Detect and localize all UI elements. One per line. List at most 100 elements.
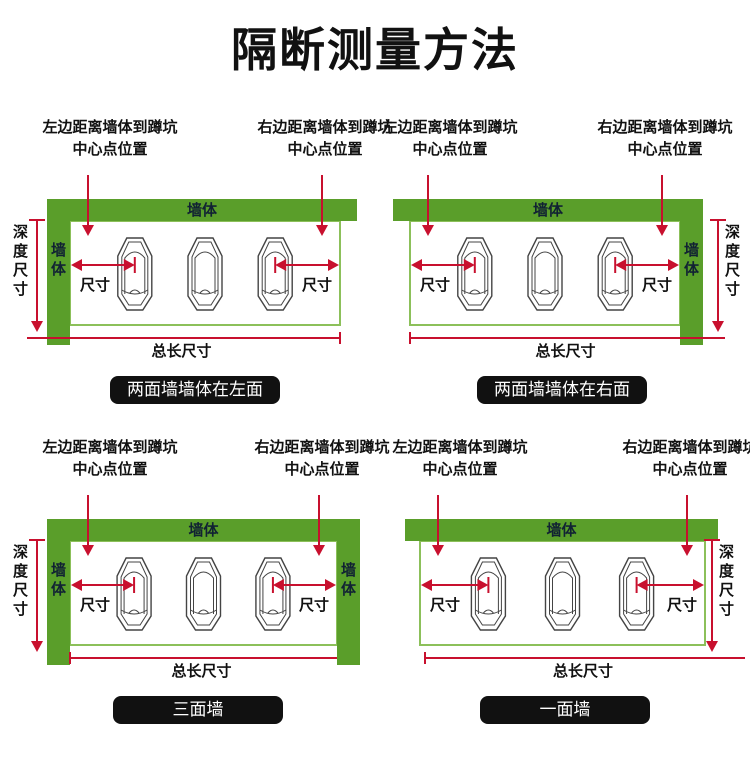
panel-one-wall: 左边距离墙体到蹲坑中心点位置右边距离墙体到蹲坑中心点位置墙体深度尺寸尺寸尺寸总长… xyxy=(375,430,750,750)
panel-drawing xyxy=(29,495,360,665)
top-wall-label: 墙体 xyxy=(533,201,564,219)
left-wall xyxy=(47,519,70,665)
total-length-label: 总长尺寸 xyxy=(151,342,212,360)
right-wall xyxy=(337,519,360,665)
depth-label: 深度尺寸 xyxy=(723,224,741,300)
squat-toilet-icon xyxy=(185,557,222,631)
arrow-head-icon xyxy=(313,545,325,556)
panel-drawing xyxy=(27,175,357,345)
arrow-head-icon xyxy=(681,545,693,556)
left-wall xyxy=(47,199,70,345)
right-distance-label: 右边距离墙体到蹲坑 xyxy=(257,118,393,136)
left-size-label: 尺寸 xyxy=(80,276,111,294)
arrow-head-icon xyxy=(422,225,434,236)
squat-toilet-icon xyxy=(527,237,563,311)
panel-three-walls: 左边距离墙体到蹲坑中心点位置右边距离墙体到蹲坑中心点位置墙体墙体墙体深度尺寸尺寸… xyxy=(0,430,390,750)
top-wall xyxy=(47,519,360,541)
depth-label: 深度尺寸 xyxy=(11,544,29,620)
arrow-head-icon xyxy=(706,641,718,652)
right-size-label: 尺寸 xyxy=(642,276,673,294)
right-distance-label-line2: 中心点位置 xyxy=(627,140,703,158)
right-distance-label-line2: 中心点位置 xyxy=(652,460,728,478)
left-size-label: 尺寸 xyxy=(80,596,111,614)
arrow-head-icon xyxy=(636,579,648,591)
left-distance-label-line2: 中心点位置 xyxy=(72,140,148,158)
arrow-head-icon xyxy=(31,321,43,332)
right-wall-label: 墙体 xyxy=(682,242,700,280)
right-size-label: 尺寸 xyxy=(299,596,330,614)
right-distance-label: 右边距离墙体到蹲坑 xyxy=(254,438,390,456)
left-wall-label: 墙体 xyxy=(49,242,67,280)
top-wall-label: 墙体 xyxy=(546,521,577,539)
caption-badge: 三面墙 xyxy=(113,696,283,724)
left-distance-label: 左边距离墙体到蹲坑 xyxy=(392,438,528,456)
depth-label: 深度尺寸 xyxy=(717,544,735,620)
top-wall xyxy=(393,199,703,221)
panel-two-walls-left: 左边距离墙体到蹲坑中心点位置右边距离墙体到蹲坑中心点位置墙体墙体深度尺寸尺寸尺寸… xyxy=(0,110,393,430)
right-wall xyxy=(680,199,703,345)
caption-badge: 两面墙墙体在右面 xyxy=(477,376,647,404)
right-size-label: 尺寸 xyxy=(302,276,333,294)
squat-toilet-icon xyxy=(597,237,633,311)
top-wall-label: 墙体 xyxy=(188,521,219,539)
squat-toilet-icon xyxy=(255,557,291,631)
arrow-head-icon xyxy=(31,641,43,652)
arrow-head-icon xyxy=(411,259,422,271)
right-distance-label-line2: 中心点位置 xyxy=(284,460,360,478)
left-distance-label: 左边距离墙体到蹲坑 xyxy=(42,118,178,136)
top-wall xyxy=(405,519,718,541)
left-distance-label-line2: 中心点位置 xyxy=(412,140,488,158)
arrow-head-icon xyxy=(316,225,328,236)
total-length-label: 总长尺寸 xyxy=(171,662,232,680)
arrow-head-icon xyxy=(71,259,82,271)
caption-badge: 两面墙墙体在左面 xyxy=(110,376,280,404)
left-distance-label: 左边距离墙体到蹲坑 xyxy=(42,438,178,456)
arrow-head-icon xyxy=(693,579,704,591)
top-wall-label: 墙体 xyxy=(187,201,218,219)
squat-toilet-icon xyxy=(470,557,507,631)
arrow-head-icon xyxy=(275,259,287,271)
panel-drawing xyxy=(393,175,726,345)
arrow-head-icon xyxy=(712,321,724,332)
squat-toilet-icon xyxy=(618,557,655,631)
depth-label: 深度尺寸 xyxy=(11,224,29,300)
arrow-head-icon xyxy=(432,545,444,556)
arrow-head-icon xyxy=(668,259,679,271)
left-distance-label-line2: 中心点位置 xyxy=(422,460,498,478)
squat-toilet-icon xyxy=(187,237,223,311)
right-size-label: 尺寸 xyxy=(667,596,698,614)
left-wall-label: 墙体 xyxy=(49,562,67,600)
arrow-head-icon xyxy=(463,259,475,271)
total-length-label: 总长尺寸 xyxy=(553,662,614,680)
squat-toilet-icon xyxy=(257,237,293,311)
arrow-head-icon xyxy=(421,579,432,591)
arrow-head-icon xyxy=(82,225,94,236)
left-size-label: 尺寸 xyxy=(420,276,451,294)
squat-toilet-icon xyxy=(116,557,152,631)
squat-toilet-icon xyxy=(544,557,581,631)
left-distance-label: 左边距离墙体到蹲坑 xyxy=(382,118,518,136)
left-size-label: 尺寸 xyxy=(430,596,461,614)
right-wall-label: 墙体 xyxy=(339,562,357,600)
arrow-head-icon xyxy=(272,579,284,591)
squat-toilet-icon xyxy=(457,237,493,311)
caption-badge: 一面墙 xyxy=(480,696,650,724)
arrow-head-icon xyxy=(123,579,135,591)
arrow-head-icon xyxy=(328,259,339,271)
total-length-label: 总长尺寸 xyxy=(535,342,596,360)
arrow-head-icon xyxy=(123,259,135,271)
page-title: 隔断测量方法 xyxy=(231,23,519,77)
arrow-head-icon xyxy=(656,225,668,236)
top-wall xyxy=(47,199,357,221)
squat-toilet-icon xyxy=(117,237,153,311)
arrow-head-icon xyxy=(71,579,82,591)
right-distance-label: 右边距离墙体到蹲坑 xyxy=(597,118,733,136)
left-distance-label-line2: 中心点位置 xyxy=(72,460,148,478)
arrow-head-icon xyxy=(325,579,336,591)
arrow-head-icon xyxy=(477,579,489,591)
panel-two-walls-right: 左边距离墙体到蹲坑中心点位置右边距离墙体到蹲坑中心点位置墙体墙体深度尺寸尺寸尺寸… xyxy=(375,110,750,430)
right-distance-label: 右边距离墙体到蹲坑 xyxy=(622,438,750,456)
right-distance-label-line2: 中心点位置 xyxy=(287,140,363,158)
panel-drawing xyxy=(405,495,745,664)
